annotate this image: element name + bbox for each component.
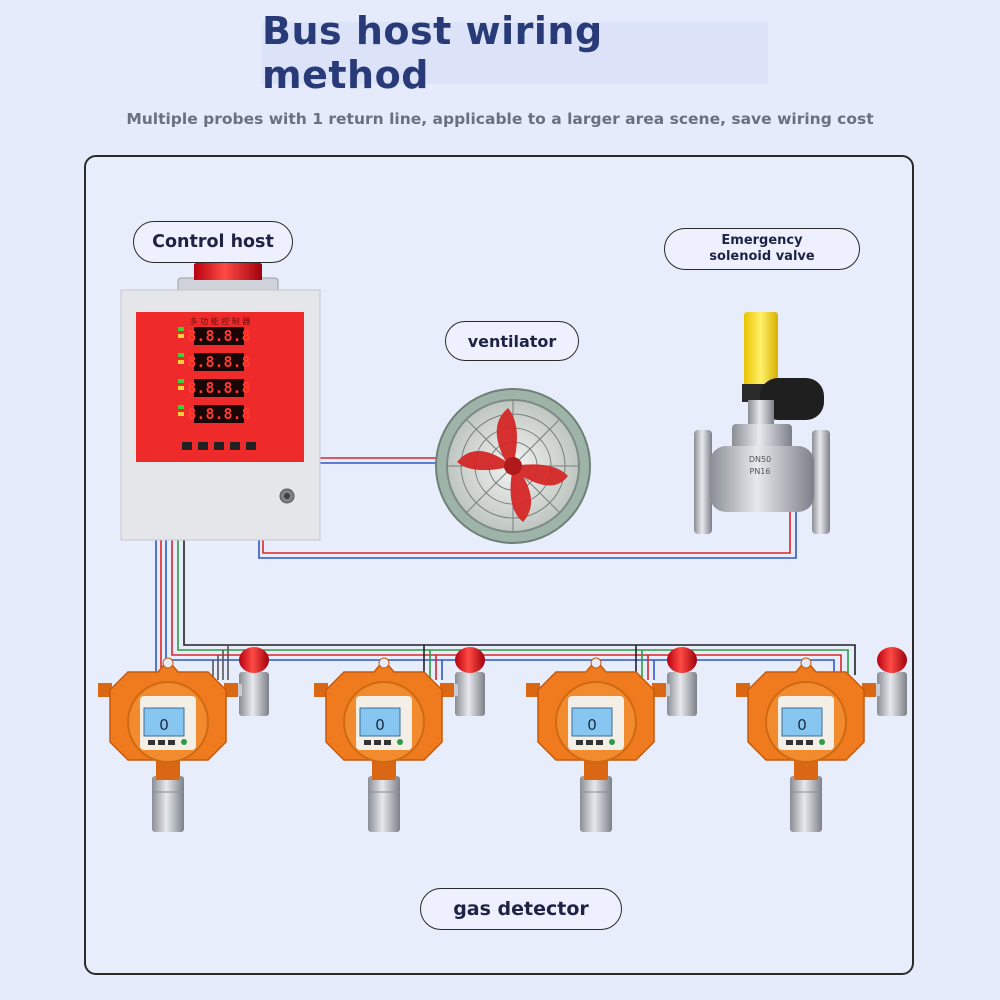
wires (155, 457, 856, 680)
control-host-label: Control host (152, 232, 274, 252)
wire-host-valve-red (262, 500, 791, 554)
host-panel-title: 多 功 能 控 制 器 (190, 316, 251, 326)
label-solenoid-valve: Emergency solenoid valve (664, 228, 860, 270)
label-control-host: Control host (133, 221, 293, 263)
detector-sensor-probe (790, 776, 822, 832)
detector-alarm-lamp (877, 647, 907, 673)
solenoid-valve: DN50 PN16 (694, 312, 830, 534)
detector-screen (143, 707, 185, 737)
ventilator-label: ventilator (467, 331, 557, 351)
detector-alarm-lamp (239, 647, 269, 673)
page-title: Bus host wiring method (262, 9, 603, 97)
valve-flange-right (812, 430, 830, 534)
gas-detector-3: 0 (526, 647, 697, 832)
readout-value-4: 8.8.8.8 (187, 405, 250, 423)
fan-hub (504, 457, 522, 475)
detector-screen (571, 707, 613, 737)
bus-wire-black (183, 540, 856, 675)
bus-wire-green (177, 540, 849, 675)
bus-wire-red (171, 540, 842, 675)
readout-display-2 (194, 353, 244, 371)
valve-label-line1: Emergency (721, 233, 803, 248)
host-buttons (182, 442, 256, 450)
fan-blades (457, 408, 568, 522)
detector-sensor-probe (152, 776, 184, 832)
svg-text:DN50: DN50 (749, 455, 771, 464)
detector-reading: 0 (159, 716, 169, 734)
label-gas-detector: gas detector (420, 888, 622, 930)
readout-display-4 (194, 405, 244, 423)
readout-display-3 (194, 379, 244, 397)
readout-display-1 (194, 327, 244, 345)
valve-coil (744, 312, 778, 388)
detector-screen (781, 707, 823, 737)
readout-value-1: 8.8.8.8 (187, 327, 250, 345)
label-ventilator: ventilator (445, 321, 579, 361)
detector-lamp-base (877, 672, 907, 716)
valve-actuator (760, 378, 824, 420)
gas-detector-4: 0 (736, 647, 907, 832)
gas-detectors: 0 0 0 0 (98, 647, 907, 832)
gas-detector-2: 0 (314, 647, 485, 832)
gas-detector-label: gas detector (453, 898, 589, 920)
wire-host-valve-blue (258, 500, 797, 559)
host-readouts: 8.8.8.8 8.8.8.8 8.8.8.8 8.8.8.8 (178, 327, 251, 423)
detector-reading: 0 (797, 716, 807, 734)
detector-lamp-base (239, 672, 269, 716)
detector-lamp-base (455, 672, 485, 716)
readout-value-2: 8.8.8.8 (187, 353, 250, 371)
valve-flange-left (694, 430, 712, 534)
detector-screen (359, 707, 401, 737)
title-banner: Bus host wiring method (262, 9, 768, 97)
page-subtitle: Multiple probes with 1 return line, appl… (126, 110, 874, 128)
detector-reading: 0 (375, 716, 385, 734)
ventilator (435, 388, 591, 544)
detector-sensor-probe (580, 776, 612, 832)
svg-text:PN16: PN16 (750, 467, 771, 476)
detector-lamp-base (667, 672, 697, 716)
readout-value-3: 8.8.8.8 (187, 379, 250, 397)
valve-body (710, 446, 814, 512)
detector-drops (155, 540, 655, 680)
detector-sensor-probe (368, 776, 400, 832)
detector-alarm-lamp (455, 647, 485, 673)
control-host: 多 功 能 控 制 器 8.8.8.8 8.8.8.8 8.8.8.8 8.8.8.8 (120, 255, 321, 541)
valve-label-line2: solenoid valve (709, 249, 815, 264)
detector-reading: 0 (587, 716, 597, 734)
bus-wire-blue (165, 540, 835, 675)
detector-alarm-lamp (667, 647, 697, 673)
gas-detector-1: 0 (98, 647, 269, 832)
